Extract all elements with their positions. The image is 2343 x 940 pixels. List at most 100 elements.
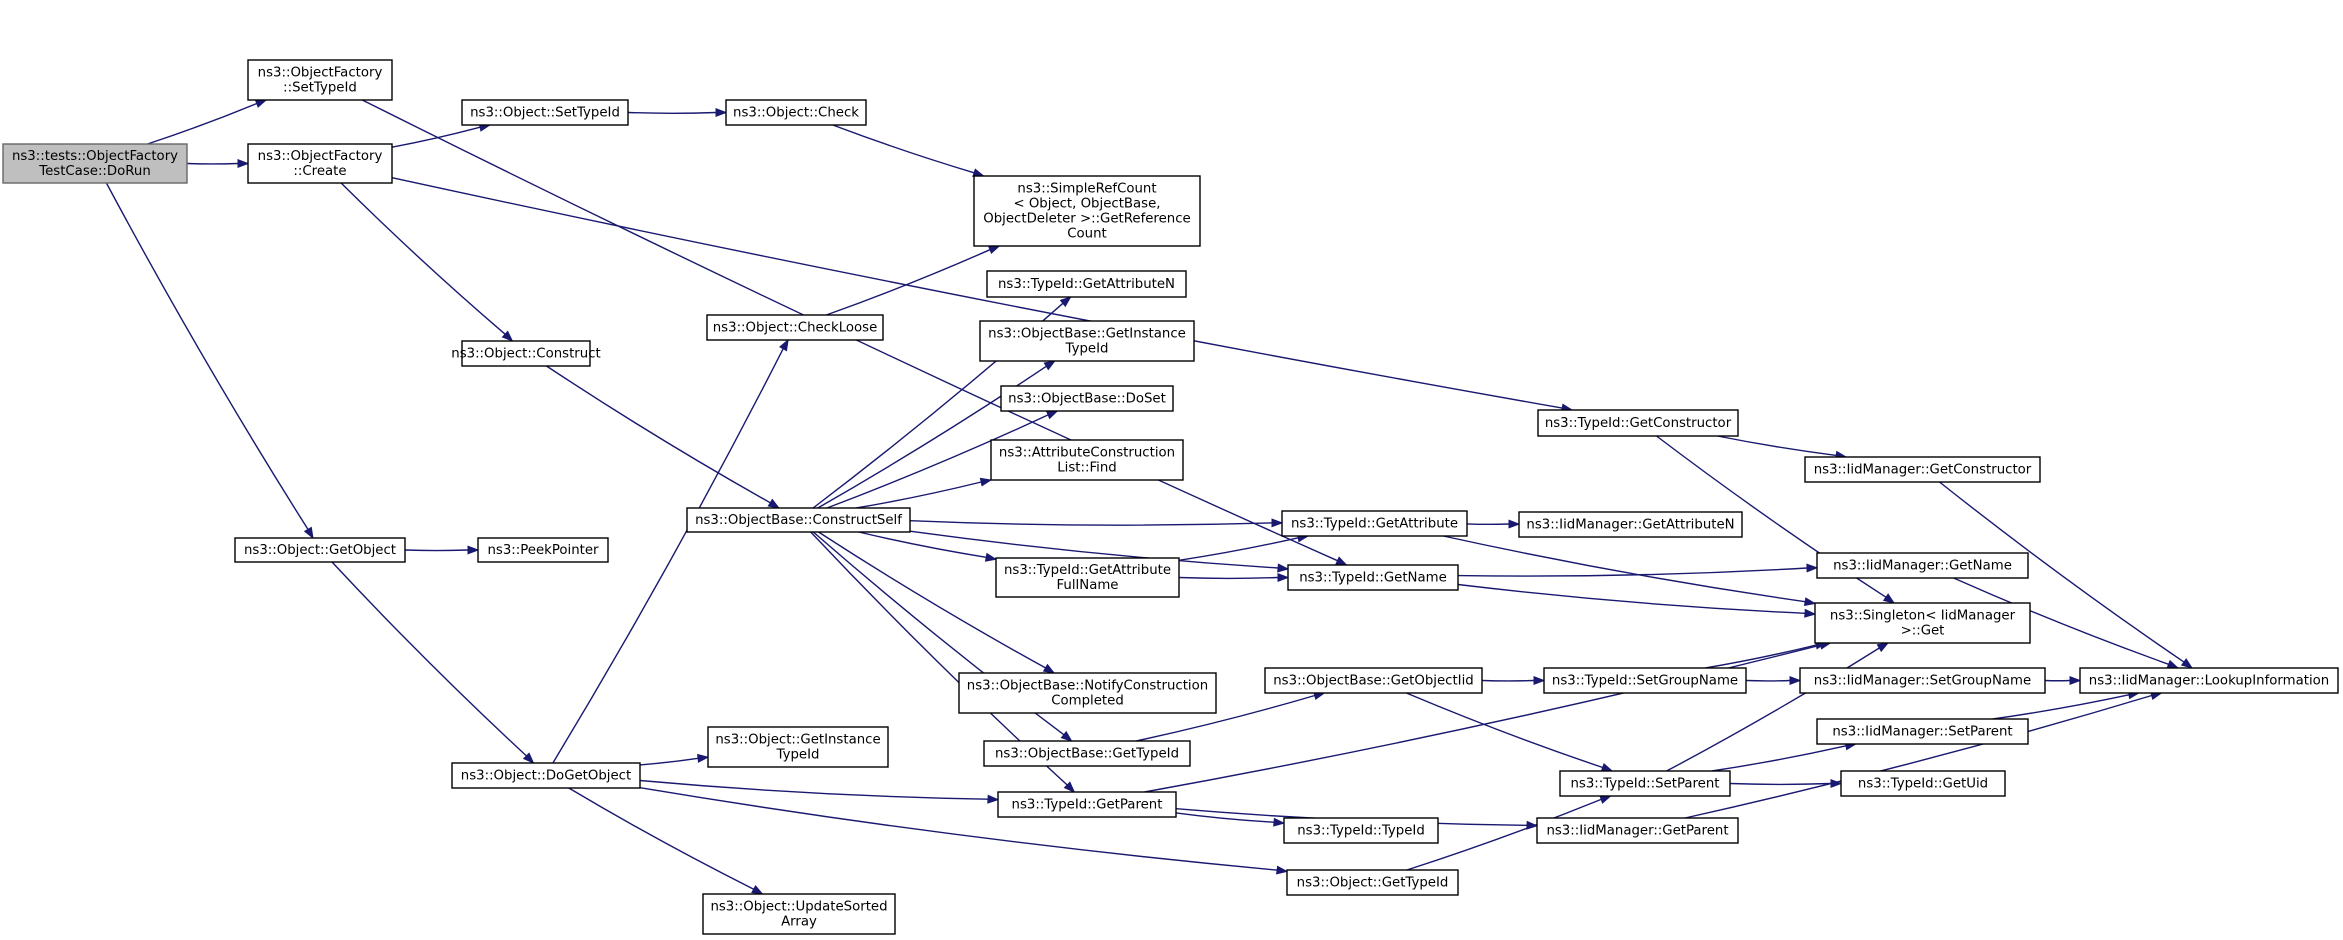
node-label: ns3::TypeId::GetUid bbox=[1858, 777, 1988, 792]
node-label: ns3::Object::UpdateSorted bbox=[710, 900, 887, 915]
edge-iid-getconstructor-to-iid-lookup bbox=[1939, 481, 2194, 669]
node-tid-getattribute[interactable]: ns3::TypeId::GetAttribute bbox=[1281, 510, 1468, 537]
edge-obj-getobject-to-peekpointer bbox=[404, 545, 480, 555]
edge-ob-constructself-to-tid-getattrfullname bbox=[858, 531, 998, 562]
node-srefcount[interactable]: ns3::SimpleRefCount< Object, ObjectBase,… bbox=[973, 175, 1201, 247]
node-tid-typeid[interactable]: ns3::TypeId::TypeId bbox=[1283, 817, 1439, 844]
node-label: ns3::PeekPointer bbox=[487, 543, 599, 558]
edge-of-create-to-obj-construct bbox=[340, 182, 514, 342]
node-label: ns3::TypeId::GetAttributeN bbox=[998, 277, 1175, 292]
edge-line bbox=[818, 531, 1046, 669]
node-ob-getobjectiid[interactable]: ns3::ObjectBase::GetObjectIid bbox=[1264, 667, 1483, 694]
node-box bbox=[707, 726, 889, 768]
node-tid-setparent[interactable]: ns3::TypeId::SetParent bbox=[1559, 770, 1731, 797]
node-label: ns3::TypeId::GetConstructor bbox=[1545, 416, 1732, 431]
node-label: ns3::Object::CheckLoose bbox=[713, 321, 878, 336]
node-tid-setgroupname[interactable]: ns3::TypeId::SetGroupName bbox=[1543, 667, 1747, 694]
node-iid-getname[interactable]: ns3::IidManager::GetName bbox=[1816, 552, 2029, 579]
arrowhead bbox=[1804, 608, 1817, 618]
node-obj-getobject[interactable]: ns3::Object::GetObject bbox=[234, 537, 406, 563]
node-iid-getparent[interactable]: ns3::IidManager::GetParent bbox=[1536, 817, 1739, 844]
node-iid-getconstructor[interactable]: ns3::IidManager::GetConstructor bbox=[1804, 456, 2041, 483]
node-iid-setparent[interactable]: ns3::IidManager::SetParent bbox=[1816, 718, 2029, 745]
node-label: ns3::IidManager::GetName bbox=[1833, 559, 2012, 574]
edge-tid-setgroupname-to-singleton-get bbox=[1705, 640, 1828, 669]
edge-line bbox=[404, 549, 469, 552]
node-of-create[interactable]: ns3::ObjectFactory::Create bbox=[247, 143, 393, 184]
node-label: ns3::TypeId::TypeId bbox=[1297, 824, 1425, 839]
node-label: ns3::Object::GetInstance bbox=[715, 733, 880, 748]
node-obj-checkloose[interactable]: ns3::Object::CheckLoose bbox=[706, 314, 884, 341]
edge-line bbox=[1711, 745, 1847, 772]
node-box bbox=[979, 320, 1195, 362]
node-iid-lookup[interactable]: ns3::IidManager::LookupInformation bbox=[2079, 667, 2339, 694]
edge-line bbox=[1178, 576, 1279, 580]
node-iid-setgroupname[interactable]: ns3::IidManager::SetGroupName bbox=[1799, 667, 2046, 694]
arrowhead bbox=[1882, 593, 1896, 604]
node-ob-constructself[interactable]: ns3::ObjectBase::ConstructSelf bbox=[686, 507, 911, 533]
edge-line bbox=[817, 365, 1047, 509]
node-obj-settypeid[interactable]: ns3::Object::SetTypeId bbox=[461, 99, 629, 126]
edge-obj-getobject-to-obj-dogetobject bbox=[331, 561, 535, 764]
node-box bbox=[983, 740, 1191, 767]
arrowhead bbox=[467, 545, 480, 555]
edge-line bbox=[1175, 812, 1275, 823]
node-label: ns3::Object::DoGetObject bbox=[461, 769, 631, 784]
node-ob-doset[interactable]: ns3::ObjectBase::DoSet bbox=[1000, 385, 1174, 412]
node-label: ns3::TypeId::SetParent bbox=[1570, 777, 1719, 792]
node-box bbox=[1537, 409, 1739, 437]
node-ob-notify[interactable]: ns3::ObjectBase::NotifyConstructionCompl… bbox=[958, 672, 1217, 714]
arrowhead bbox=[979, 477, 993, 487]
arrowhead bbox=[767, 498, 781, 509]
node-ob-gettypeid[interactable]: ns3::ObjectBase::GetTypeId bbox=[983, 740, 1191, 767]
node-of-settypeid[interactable]: ns3::ObjectFactory::SetTypeId bbox=[247, 59, 393, 101]
edge-line bbox=[105, 182, 309, 530]
node-tid-getconstructor[interactable]: ns3::TypeId::GetConstructor bbox=[1537, 409, 1739, 437]
node-label: ns3::Object::GetObject bbox=[244, 543, 396, 558]
node-label: ns3::SimpleRefCount bbox=[1017, 182, 1156, 197]
node-label: ns3::Object::Construct bbox=[451, 347, 600, 362]
edge-tid-getattribute-to-singleton-get bbox=[1443, 535, 1817, 607]
node-peekpointer[interactable]: ns3::PeekPointer bbox=[477, 537, 609, 563]
arrowhead bbox=[697, 753, 710, 763]
node-obj-dogetobject[interactable]: ns3::Object::DoGetObject bbox=[451, 762, 641, 789]
node-box bbox=[997, 791, 1177, 818]
node-obj-gettypeid[interactable]: ns3::Object::GetTypeId bbox=[1286, 869, 1459, 896]
edge-obj-construct-to-ob-constructself bbox=[546, 365, 781, 509]
edge-obj-dogetobject-to-obj-checkloose bbox=[552, 338, 789, 764]
edge-line bbox=[639, 787, 1278, 871]
node-label: ns3::IidManager::LookupInformation bbox=[2089, 674, 2329, 689]
node-obj-construct[interactable]: ns3::Object::Construct bbox=[451, 340, 601, 367]
node-iid-getattributen[interactable]: ns3::IidManager::GetAttributeN bbox=[1518, 511, 1743, 538]
edge-line bbox=[1953, 577, 2169, 665]
arrowhead bbox=[1277, 572, 1290, 583]
node-label: ns3::Object::GetTypeId bbox=[1297, 876, 1449, 891]
edge-obj-check-to-srefcount bbox=[832, 124, 985, 177]
node-label: ns3::TypeId::GetName bbox=[1299, 571, 1447, 586]
node-tid-getuid[interactable]: ns3::TypeId::GetUid bbox=[1840, 770, 2006, 797]
edge-line bbox=[1178, 537, 1299, 561]
edge-ob-constructself-to-acl-find bbox=[856, 477, 993, 509]
arrowhead bbox=[1045, 410, 1059, 420]
node-singleton-get[interactable]: ns3::Singleton< IidManager>::Get bbox=[1814, 602, 2031, 644]
arrowhead bbox=[2166, 659, 2180, 669]
node-tid-getparent[interactable]: ns3::TypeId::GetParent bbox=[997, 791, 1177, 818]
edge-ob-getobjectiid-to-tid-setparent bbox=[1406, 692, 1614, 772]
arrowhead bbox=[1060, 730, 1073, 742]
arrowhead bbox=[984, 552, 998, 562]
node-box bbox=[1816, 552, 2029, 579]
arrowhead bbox=[751, 885, 764, 895]
node-tid-getattributen[interactable]: ns3::TypeId::GetAttributeN bbox=[986, 270, 1187, 298]
node-label: Count bbox=[1067, 227, 1107, 242]
node-tid-getname[interactable]: ns3::TypeId::GetName bbox=[1287, 564, 1459, 591]
node-label: ns3::IidManager::GetAttributeN bbox=[1526, 518, 1734, 533]
node-box bbox=[1814, 602, 2031, 644]
node-obj-check[interactable]: ns3::Object::Check bbox=[725, 99, 867, 126]
edge-line bbox=[909, 520, 1273, 526]
